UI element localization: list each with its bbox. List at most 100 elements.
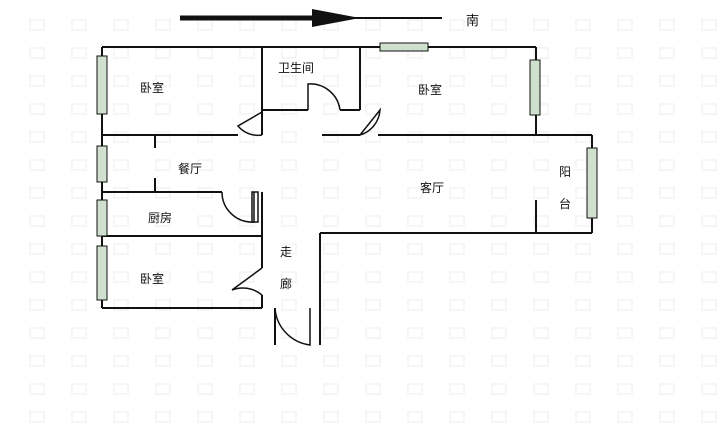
watermark-tile (533, 411, 549, 423)
watermark-tile (29, 131, 45, 143)
watermark-tile (617, 411, 633, 423)
door-kitchen (221, 191, 255, 223)
watermark-tile (323, 159, 339, 171)
watermark-tile (701, 383, 717, 395)
watermark-tile (575, 411, 591, 423)
windows (96, 42, 598, 301)
watermark-tile (155, 131, 171, 143)
watermark-tile (365, 411, 381, 423)
watermark-tile (323, 75, 339, 87)
watermark-tile (29, 19, 45, 31)
watermark-tile (449, 243, 465, 255)
watermark-tile (491, 103, 507, 115)
watermark-tile (197, 47, 213, 59)
watermark-tile (659, 327, 675, 339)
watermark-tile (449, 327, 465, 339)
watermark-tile (533, 327, 549, 339)
watermark-tile (617, 103, 633, 115)
window-top (379, 42, 429, 52)
watermark-tile (533, 383, 549, 395)
watermark-tile (365, 75, 381, 87)
door-bathroom (307, 83, 341, 111)
watermark-tile (659, 75, 675, 87)
watermark-tile (365, 47, 381, 59)
watermark-tile (197, 215, 213, 227)
room-label-living: 客厅 (420, 180, 444, 195)
window-right-top (529, 59, 541, 116)
watermark-tile (155, 355, 171, 367)
watermark-tile (365, 19, 381, 31)
watermark-tile (29, 271, 45, 283)
watermark-tile (281, 159, 297, 171)
watermark-tile (281, 47, 297, 59)
watermark-tile (659, 271, 675, 283)
door-entry (274, 307, 311, 346)
watermark-tile (575, 243, 591, 255)
watermark-tile (197, 103, 213, 115)
watermark-tile (323, 243, 339, 255)
watermark-tile (365, 383, 381, 395)
watermark-tile (575, 355, 591, 367)
watermark-tile (617, 75, 633, 87)
watermark-tile (659, 383, 675, 395)
watermark-tile (449, 187, 465, 199)
watermark-tile (491, 271, 507, 283)
watermark-tile (617, 159, 633, 171)
watermark-tile (491, 355, 507, 367)
watermark-tile (449, 75, 465, 87)
watermark-tile (701, 19, 717, 31)
watermark-tile (659, 131, 675, 143)
room-label-dining: 餐厅 (178, 161, 202, 176)
watermark-tile (71, 215, 87, 227)
watermark-tile (491, 299, 507, 311)
watermark-tile (365, 159, 381, 171)
watermark-tile (239, 75, 255, 87)
watermark-tile (407, 383, 423, 395)
watermark-tile (29, 215, 45, 227)
watermark-tile (659, 19, 675, 31)
watermark-tile (449, 19, 465, 31)
watermark-tile (575, 299, 591, 311)
watermark-tile (659, 187, 675, 199)
window-left-4 (96, 245, 108, 301)
watermark-tile (701, 327, 717, 339)
watermark-tile (197, 299, 213, 311)
watermark-tile (71, 243, 87, 255)
watermark-tile (197, 383, 213, 395)
watermark-tile (239, 159, 255, 171)
watermark-tile (155, 327, 171, 339)
watermark-tile (701, 271, 717, 283)
watermark-tile (323, 47, 339, 59)
watermark-tile (113, 411, 129, 423)
watermark-tile (491, 411, 507, 423)
watermark-tile (71, 75, 87, 87)
door-kitchen-leaf (251, 191, 259, 223)
watermark-tile (281, 411, 297, 423)
room-label-bedroom-bottom-left: 卧室 (140, 271, 164, 286)
room-label-bedroom-top-right: 卧室 (418, 82, 442, 97)
watermark-tile (113, 47, 129, 59)
door-bedroom-top-right (359, 107, 381, 136)
watermark-tile (281, 19, 297, 31)
watermark-tile (407, 19, 423, 31)
watermark-tile (197, 131, 213, 143)
watermark-tile (407, 75, 423, 87)
watermark-tile (197, 355, 213, 367)
watermark-tile (239, 327, 255, 339)
watermark-tile (323, 327, 339, 339)
watermark-tile (113, 327, 129, 339)
watermark-tile (491, 131, 507, 143)
watermark-tile (281, 131, 297, 143)
watermark-tile (407, 243, 423, 255)
watermark-tile (239, 271, 255, 283)
watermark-tile (407, 131, 423, 143)
watermark-tile (617, 271, 633, 283)
watermark-tile (449, 159, 465, 171)
watermark-tile (71, 411, 87, 423)
watermark-tile (575, 215, 591, 227)
watermark-tile (281, 75, 297, 87)
watermark-tile (155, 299, 171, 311)
watermark-tile (701, 355, 717, 367)
window-left-2 (96, 145, 108, 183)
